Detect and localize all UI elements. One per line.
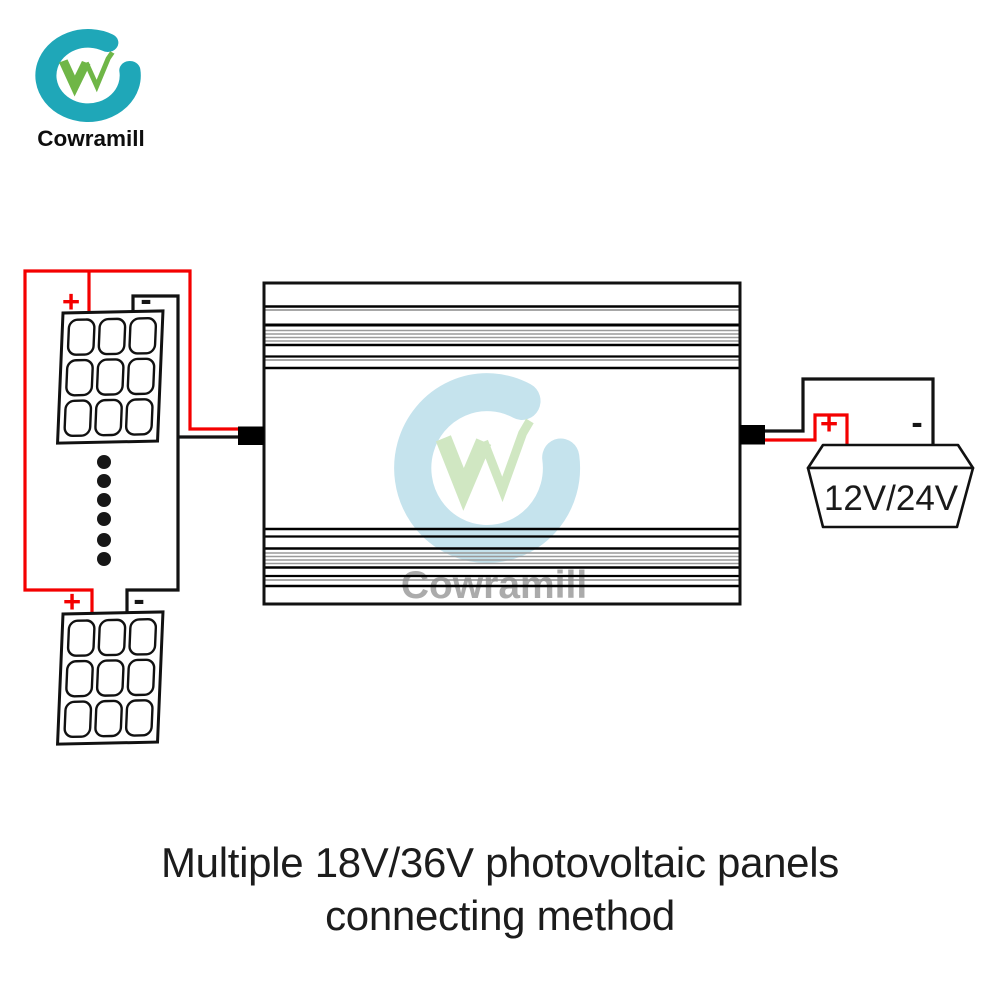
positive-wire-right xyxy=(764,413,849,444)
positive-wire-left xyxy=(23,269,239,614)
battery-front-face xyxy=(806,466,975,529)
logo-c-icon xyxy=(35,29,141,122)
watermark-c-icon xyxy=(394,373,581,563)
battery-top-face xyxy=(806,443,975,470)
negative-wire-left xyxy=(125,294,180,614)
controller-fins-bottom xyxy=(265,527,739,588)
solar-panel-top xyxy=(56,309,165,445)
input-terminal-block xyxy=(238,426,264,445)
controller-fins-top xyxy=(265,305,739,370)
brand-name: Cowramill xyxy=(37,126,145,151)
panel-bottom-negative-label: - xyxy=(133,581,144,619)
panel-top-negative-label: - xyxy=(140,281,151,319)
watermark-w-icon xyxy=(435,418,534,511)
brand-logo: Cowramill xyxy=(35,29,145,151)
more-panels-ellipsis xyxy=(97,455,111,566)
battery: 12V/24V xyxy=(806,443,975,529)
panel-bottom-positive-label: + xyxy=(63,584,81,619)
output-terminal-block xyxy=(740,425,765,445)
wiring xyxy=(23,269,935,614)
negative-wire-right xyxy=(764,377,935,444)
panel-top-positive-label: + xyxy=(62,284,80,319)
caption: Multiple 18V/36V photovoltaic panels con… xyxy=(0,836,1000,942)
logo-w-icon xyxy=(59,51,115,97)
solar-panel-bottom xyxy=(56,610,165,746)
caption-line-1: Multiple 18V/36V photovoltaic panels xyxy=(161,839,839,886)
battery-positive-label: + xyxy=(820,406,838,441)
battery-negative-label: - xyxy=(911,404,922,442)
battery-voltage-label: 12V/24V xyxy=(824,479,959,518)
caption-line-2: connecting method xyxy=(325,892,675,939)
